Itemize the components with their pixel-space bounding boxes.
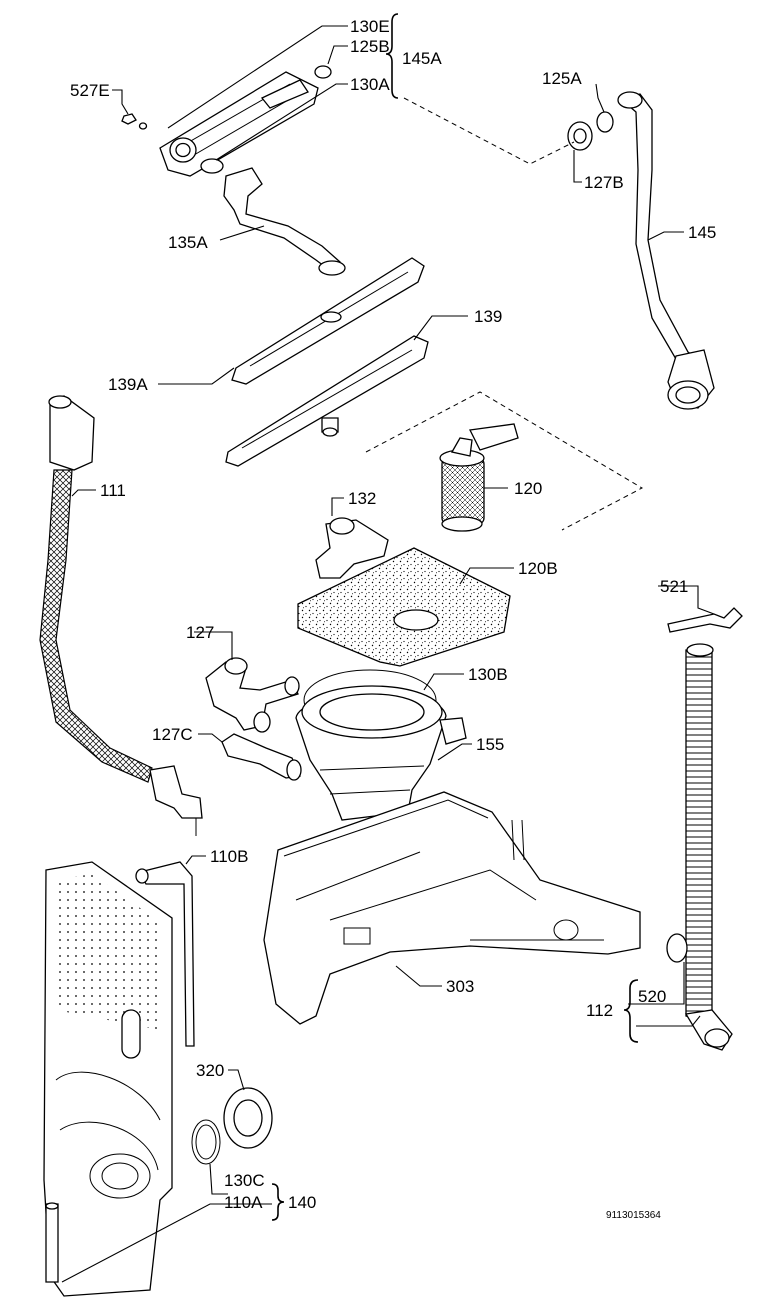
label-145: 145 [688, 223, 716, 242]
label-521: 521 [660, 577, 688, 596]
label-130b: 130B [468, 665, 508, 684]
label-132: 132 [348, 489, 376, 508]
leader-lines [61, 13, 715, 1283]
label-139a: 139A [108, 375, 148, 394]
label-120b: 120B [518, 559, 558, 578]
label-130c: 130C [224, 1171, 265, 1190]
label-120: 120 [514, 479, 542, 498]
softener-housing [43, 861, 273, 1297]
upper-spray-arm-assembly [121, 65, 332, 177]
label-145a: 145A [402, 49, 442, 68]
label-520: 520 [638, 987, 666, 1006]
label-130e: 130E [350, 17, 390, 36]
drain-hose [666, 607, 743, 1051]
lower-spray-arms [225, 257, 429, 467]
valve-part [315, 517, 389, 579]
water-conduit-part [223, 167, 346, 276]
label-127b: 127B [584, 173, 624, 192]
label-130a: 130A [350, 75, 390, 94]
label-527e: 527E [70, 81, 110, 100]
label-112: 112 [586, 1001, 613, 1020]
label-139: 139 [474, 307, 502, 326]
label-125a: 125A [542, 69, 582, 88]
label-303: 303 [446, 977, 474, 996]
circulation-hose [567, 91, 715, 410]
filter-plate [297, 547, 511, 667]
label-111: 111 [100, 481, 126, 500]
label-135a: 135A [168, 233, 208, 252]
label-125b: 125B [350, 37, 390, 56]
connection-hoses [205, 657, 302, 781]
filter-assembly [365, 391, 644, 532]
label-110a: 110A [224, 1193, 263, 1212]
inlet-hose [39, 395, 203, 836]
document-code: 9113015364 [606, 1210, 661, 1221]
label-110b: 110B [210, 847, 248, 866]
part-labels: 130E 125B 145A 130A 527E 125A 127B 145 1… [70, 17, 716, 1221]
label-320: 320 [196, 1061, 224, 1080]
label-127c: 127C [152, 725, 193, 744]
sump-assembly [295, 669, 467, 821]
base-frame [263, 791, 641, 1025]
label-140: 140 [288, 1193, 316, 1212]
label-155: 155 [476, 735, 504, 754]
label-127: 127 [186, 623, 214, 642]
